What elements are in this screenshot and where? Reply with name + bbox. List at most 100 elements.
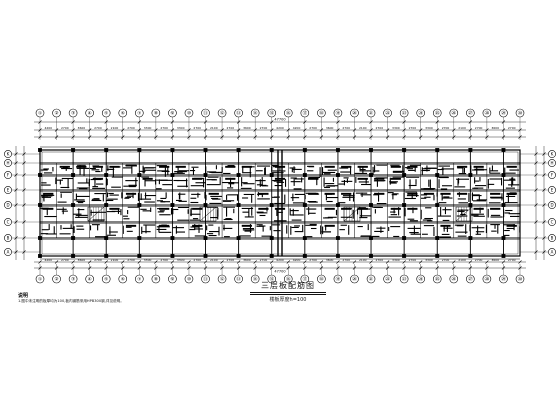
dim-tick-top bbox=[137, 120, 142, 124]
dim-text-bottom: 3600 bbox=[491, 258, 499, 262]
dim-tick-bottom bbox=[352, 266, 357, 270]
rebar-label-block bbox=[423, 192, 435, 195]
dim-tick-bottom bbox=[121, 260, 125, 264]
column bbox=[236, 173, 241, 177]
dim-tick-top bbox=[71, 120, 75, 124]
dim-tick-top bbox=[468, 135, 473, 139]
column bbox=[501, 203, 506, 207]
overall-dimension-top: 47700 bbox=[274, 118, 285, 122]
dim-text-bottom: 4200 bbox=[44, 258, 52, 262]
dim-tick-right bbox=[542, 173, 546, 177]
dim-tick-top bbox=[71, 128, 75, 132]
dim-tick-top bbox=[501, 135, 506, 139]
rebar-label-block bbox=[506, 165, 517, 168]
axis-label-bottom: ⑧ bbox=[154, 277, 158, 283]
column bbox=[170, 148, 175, 152]
dim-tick-top bbox=[270, 135, 274, 139]
rebar-label-block bbox=[324, 207, 335, 210]
axis-label-left: E bbox=[7, 188, 10, 193]
axis-bubble-right bbox=[548, 201, 556, 209]
dim-tick-top bbox=[203, 120, 208, 124]
axis-label-top: ⑧ bbox=[154, 111, 158, 117]
axis-bubble-right bbox=[548, 150, 556, 158]
rebar-label-block bbox=[159, 165, 170, 168]
rebar-label-block bbox=[357, 177, 368, 180]
rebar-label-block bbox=[490, 207, 501, 210]
dim-tick-bottom bbox=[435, 266, 439, 270]
dim-tick-top bbox=[435, 120, 439, 124]
dim-tick-top bbox=[369, 120, 373, 124]
dim-tick-bottom bbox=[518, 260, 522, 264]
column bbox=[402, 148, 407, 152]
axis-label-bottom: ㉓ bbox=[402, 276, 407, 283]
dim-text-bottom: 2100 bbox=[359, 258, 367, 262]
dim-tick-top bbox=[286, 135, 290, 139]
column bbox=[468, 173, 473, 177]
rebar-label-block bbox=[274, 207, 286, 210]
axis-bubble-right bbox=[548, 234, 556, 242]
dim-tick-bottom bbox=[501, 266, 506, 270]
dim-tick-bottom bbox=[170, 266, 175, 270]
rebar-label-block bbox=[390, 177, 401, 180]
dim-tick-bottom bbox=[104, 260, 108, 264]
dim-tick-top bbox=[501, 128, 506, 132]
column bbox=[203, 148, 208, 152]
rebar-label-block bbox=[258, 207, 269, 210]
dim-tick-bottom bbox=[319, 260, 324, 264]
rebar-label-block bbox=[307, 177, 319, 180]
column bbox=[302, 254, 307, 258]
rebar-label-block bbox=[506, 224, 517, 227]
dim-tick-bottom bbox=[154, 260, 158, 264]
dim-tick-right bbox=[542, 203, 546, 207]
column bbox=[137, 173, 142, 177]
axis-label-bottom: ⑤ bbox=[104, 277, 108, 283]
dim-text-bottom: 2700 bbox=[309, 258, 317, 262]
rebar-label-block bbox=[208, 192, 219, 195]
axis-label-top: ㉒ bbox=[385, 110, 390, 117]
column bbox=[501, 254, 506, 258]
dim-tick-top bbox=[187, 135, 191, 139]
column bbox=[269, 254, 274, 258]
dim-text-bottom: 3600 bbox=[243, 258, 251, 262]
dim-tick-right bbox=[534, 152, 538, 156]
rebar-label-block bbox=[274, 165, 286, 168]
dim-tick-bottom bbox=[187, 260, 191, 264]
dim-tick-bottom bbox=[418, 260, 423, 264]
axis-label-bottom: ⑩ bbox=[187, 277, 191, 283]
column bbox=[71, 254, 76, 258]
dim-tick-bottom bbox=[220, 266, 224, 270]
dim-text-bottom: 4200 bbox=[276, 258, 284, 262]
dim-tick-top bbox=[303, 135, 307, 139]
dim-tick-bottom bbox=[303, 260, 307, 264]
rebar-label-block bbox=[43, 192, 54, 195]
dim-tick-right bbox=[534, 220, 538, 224]
dim-tick-bottom bbox=[402, 266, 406, 270]
column bbox=[170, 173, 175, 177]
dim-tick-top bbox=[203, 135, 208, 139]
axis-label-top: ⑨ bbox=[170, 111, 174, 117]
dim-tick-bottom bbox=[286, 260, 290, 264]
dim-tick-bottom bbox=[270, 260, 274, 264]
dim-tick-top bbox=[303, 128, 307, 132]
dim-tick-top bbox=[319, 135, 324, 139]
dim-tick-right bbox=[542, 188, 546, 192]
column bbox=[137, 254, 142, 258]
dim-tick-top bbox=[121, 128, 125, 132]
rebar-label-block bbox=[192, 207, 203, 210]
axis-label-top: ㉑ bbox=[369, 110, 374, 117]
dim-tick-left bbox=[14, 173, 18, 177]
dim-tick-top bbox=[121, 135, 125, 139]
dim-tick-top bbox=[485, 128, 489, 132]
column bbox=[71, 236, 76, 240]
column bbox=[104, 173, 109, 177]
axis-label-bottom: ⑥ bbox=[121, 277, 125, 283]
rebar-label-block bbox=[357, 207, 368, 210]
dim-text-bottom: 2700 bbox=[193, 258, 201, 262]
dim-tick-right bbox=[534, 203, 538, 207]
column bbox=[501, 148, 506, 152]
dim-text-top: 2700 bbox=[193, 126, 201, 130]
dim-text-bottom: 3300 bbox=[425, 258, 433, 262]
dim-text-top: 3600 bbox=[326, 126, 334, 130]
rebar-label-block bbox=[440, 192, 451, 195]
rebar-label-block bbox=[159, 224, 170, 227]
